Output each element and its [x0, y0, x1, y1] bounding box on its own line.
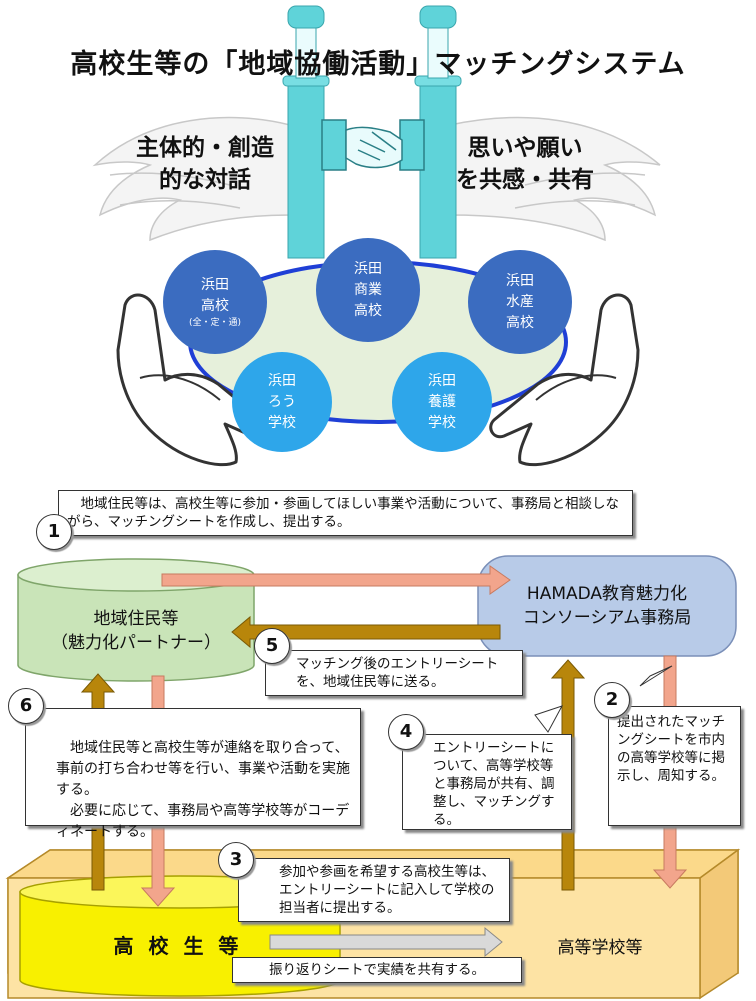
node-students: 高 校 生 等 [113, 934, 243, 958]
school-sub: (全・定・通) [188, 318, 242, 328]
step-4-callout: エントリーシートについて、高等学校等と事務局が共有、調整し、マッチングする。 [402, 734, 572, 830]
step-5-text: マッチング後のエントリーシートを、地域住民等に送る。 [296, 656, 499, 690]
slogan-right: 思いや願い を共感・共有 [430, 132, 620, 196]
right-hand-icon [489, 293, 640, 467]
right-wing-icon [449, 116, 661, 242]
node-schools: 高等学校等 [557, 938, 643, 958]
school-hamada-high: 浜田 高校 (全・定・通) [163, 250, 267, 354]
reflection-text: 振り返りシートで実績を共有する。 [269, 962, 485, 978]
step-6-text: 地域住民等と高校生等が連絡を取り合って、事前の打ち合わせ等を行い、事業や活動を実… [56, 740, 350, 840]
handshake-icon [321, 119, 425, 171]
callout-4-tail [534, 705, 564, 733]
callout-2-tail [639, 665, 673, 687]
step-2-callout: 提出されたマッチングシートを市内の高等学校等に掲示し、周知する。 [608, 706, 741, 826]
page-title: 高校生等の「地域協働活動」マッチングシステム [70, 49, 686, 80]
step-3-callout: 参加や参画を希望する高校生等は、エントリーシートに記入して学校の担当者に提出する… [238, 858, 510, 922]
arrow-send-entry [231, 615, 501, 649]
step-5-callout: マッチング後のエントリーシートを、地域住民等に送る。 [265, 650, 523, 696]
office-label-2: コンソーシアム事務局 [522, 608, 692, 628]
school-name: 浜田 水産 高校 [506, 272, 534, 331]
step-2-badge: 2 [594, 682, 630, 718]
slogan-left-line-1: 主体的・創造 [136, 135, 274, 161]
step-2-text: 提出されたマッチングシートを市内の高等学校等に掲示し、周知する。 [617, 714, 725, 784]
office-label-1: HAMADA教育魅力化 [526, 584, 688, 604]
school-name: 浜田 養護 学校 [428, 372, 456, 431]
step-1-callout: 地域住民等は、高校生等に参加・参画してほしい事業や活動について、事務局と相談しな… [58, 490, 633, 536]
left-wing-icon [92, 116, 291, 242]
school-hamada-commerce: 浜田 商業 高校 [316, 238, 420, 342]
reflection-callout: 振り返りシートで実績を共有する。 [232, 957, 522, 983]
slogan-right-line-2: を共感・共有 [456, 167, 594, 193]
step-1-badge: 1 [36, 514, 72, 550]
office-box [477, 555, 737, 657]
step-4-badge: 4 [388, 714, 424, 750]
node-community: 地域住民等 （魅力化パートナー） [18, 585, 254, 677]
slogan-left: 主体的・創造 的な対話 [115, 132, 295, 196]
left-pillar-icon [282, 5, 330, 259]
community-label-2: （魅力化パートナー） [51, 633, 221, 653]
step-4-text: エントリーシートについて、高等学校等と事務局が共有、調整し、マッチングする。 [433, 740, 555, 828]
slogan-right-line-1: 思いや願い [467, 135, 583, 161]
school-name: 浜田 高校 [201, 277, 229, 314]
slogan-left-line-2: 的な対話 [159, 167, 251, 193]
arrow-submit-sheet [161, 565, 511, 595]
step-5-badge: 5 [254, 628, 290, 664]
step-3-badge: 3 [218, 842, 254, 878]
school-hamada-fisheries: 浜田 水産 高校 [468, 250, 572, 354]
school-hamada-deaf: 浜田 ろう 学校 [232, 352, 332, 452]
right-pillar-icon [414, 5, 462, 259]
school-name: 浜田 商業 高校 [354, 260, 382, 319]
school-name: 浜田 ろう 学校 [268, 372, 296, 431]
step-6-callout: 地域住民等と高校生等が連絡を取り合って、事前の打ち合わせ等を行い、事業や活動を実… [25, 708, 361, 840]
node-office: HAMADA教育魅力化 コンソーシアム事務局 [478, 556, 736, 656]
step-6-badge: 6 [8, 688, 44, 724]
step-3-text: 参加や参画を希望する高校生等は、エントリーシートに記入して学校の担当者に提出する… [279, 864, 495, 916]
school-hamada-nursing: 浜田 養護 学校 [392, 352, 492, 452]
community-label-1: 地域住民等 [93, 609, 179, 629]
arrow-submit-entry [269, 926, 503, 958]
left-hand-icon [116, 293, 267, 467]
step-1-text: 地域住民等は、高校生等に参加・参画してほしい事業や活動について、事務局と相談しな… [67, 496, 620, 530]
